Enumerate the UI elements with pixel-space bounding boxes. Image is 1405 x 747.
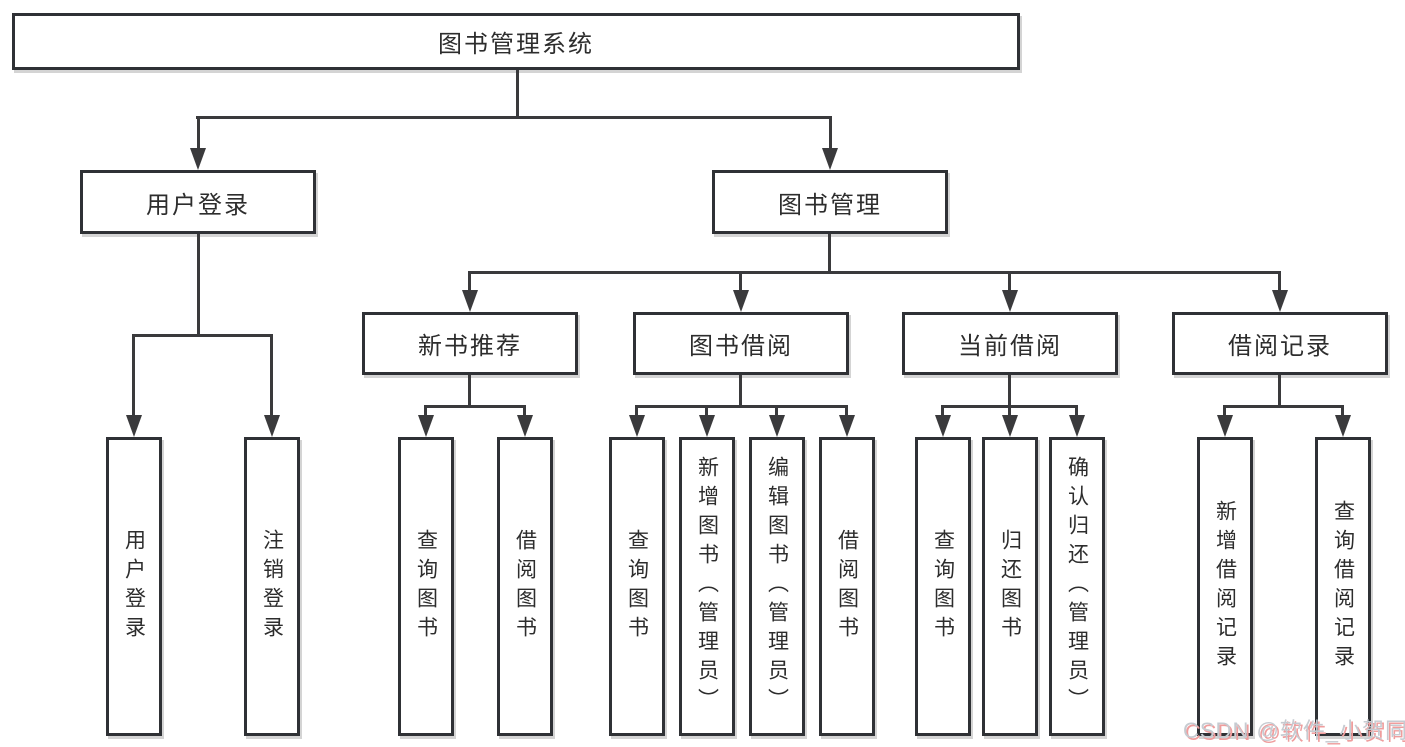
leaf-borrow-books-new-label: 借阅图书 (513, 528, 537, 645)
arrowhead-user-login (190, 148, 206, 170)
connector-user-to-leaf1 (132, 334, 135, 417)
connector-user-stem (197, 234, 200, 336)
connector-root-to-user (197, 116, 200, 150)
arrowhead-query-books-new (418, 415, 434, 437)
leaf-return-books-label: 归还图书 (998, 528, 1022, 645)
connector-root-stem (516, 70, 519, 119)
node-current-borrowing: 当前借阅 (902, 312, 1118, 375)
watermark: CSDN @软件_小贺同学 (1183, 718, 1405, 743)
connector-manage-hbar (468, 271, 1281, 274)
leaf-query-borrow-record: 查询借阅记录 (1315, 437, 1371, 736)
leaf-user-login: 用户登录 (106, 437, 162, 736)
node-root: 图书管理系统 (12, 13, 1020, 70)
arrowhead-query-books-current (935, 415, 951, 437)
leaf-confirm-return-admin: 确认归还（管理员） (1049, 437, 1105, 736)
arrowhead-book-borrowing (733, 290, 749, 312)
node-root-label: 图书管理系统 (438, 31, 594, 58)
arrowhead-add-books-admin (699, 415, 715, 437)
leaf-query-books-new: 查询图书 (398, 437, 454, 736)
leaf-query-books-current-label: 查询图书 (931, 528, 955, 645)
connector-records-l2 (1341, 405, 1344, 417)
connector-current-l2 (1008, 405, 1011, 417)
leaf-return-books: 归还图书 (982, 437, 1038, 736)
connector-borrowing-l3 (775, 405, 778, 417)
arrowhead-leaf-user-login (126, 415, 142, 437)
leaf-query-borrow-record-label: 查询借阅记录 (1331, 499, 1355, 674)
arrowhead-add-borrow-record (1217, 415, 1233, 437)
leaf-confirm-return-admin-label: 确认归还（管理员） (1065, 456, 1089, 717)
node-current-borrowing-label: 当前借阅 (958, 333, 1062, 360)
connector-borrowing-stem (739, 375, 742, 408)
leaf-add-books-admin: 新增图书（管理员） (679, 437, 735, 736)
leaf-user-login-label: 用户登录 (122, 528, 146, 645)
node-borrow-records: 借阅记录 (1172, 312, 1388, 375)
connector-to-borrow-records (1278, 271, 1281, 293)
leaf-borrow-books-borrowing-label: 借阅图书 (835, 528, 859, 645)
node-borrow-records-label: 借阅记录 (1228, 333, 1332, 360)
connector-records-stem (1278, 375, 1281, 408)
connector-newbooks-stem (468, 375, 471, 408)
node-user-login: 用户登录 (80, 170, 316, 234)
connector-records-hbar (1223, 405, 1344, 408)
node-book-management-label: 图书管理 (778, 191, 882, 219)
connector-to-current-borrowing (1008, 271, 1011, 293)
leaf-add-books-admin-label: 新增图书（管理员） (695, 456, 719, 717)
arrowhead-edit-books-admin (769, 415, 785, 437)
leaf-query-books-current: 查询图书 (915, 437, 971, 736)
connector-newbooks-l2 (523, 405, 526, 417)
node-user-login-label: 用户登录 (146, 191, 250, 219)
node-book-management: 图书管理 (712, 170, 948, 234)
connector-borrowing-l1 (635, 405, 638, 417)
connector-borrowing-hbar (635, 405, 848, 408)
leaf-add-borrow-record-label: 新增借阅记录 (1213, 499, 1237, 674)
arrowhead-book-management (822, 148, 838, 170)
connector-current-stem (1008, 375, 1011, 408)
leaf-query-books-borrowing: 查询图书 (609, 437, 665, 736)
connector-current-l3 (1075, 405, 1078, 417)
arrowhead-borrow-records (1272, 290, 1288, 312)
leaf-logout: 注销登录 (244, 437, 300, 736)
leaf-borrow-books-new: 借阅图书 (497, 437, 553, 736)
arrowhead-query-books-borrowing (629, 415, 645, 437)
arrowhead-new-books (462, 290, 478, 312)
connector-records-l1 (1223, 405, 1226, 417)
arrowhead-borrow-books-borrowing (839, 415, 855, 437)
leaf-logout-label: 注销登录 (260, 528, 284, 645)
connector-borrowing-l2 (705, 405, 708, 417)
leaf-query-books-borrowing-label: 查询图书 (625, 528, 649, 645)
node-new-books-label: 新书推荐 (418, 333, 522, 360)
arrowhead-query-borrow-record (1335, 415, 1351, 437)
arrowhead-borrow-books-new (517, 415, 533, 437)
connector-manage-stem (828, 234, 831, 274)
connector-root-to-manage (829, 116, 832, 150)
connector-borrowing-l4 (845, 405, 848, 417)
arrowhead-confirm-return-admin (1069, 415, 1085, 437)
connector-newbooks-hbar (424, 405, 526, 408)
leaf-edit-books-admin-label: 编辑图书（管理员） (765, 456, 789, 717)
connector-newbooks-l1 (424, 405, 427, 417)
leaf-borrow-books-borrowing: 借阅图书 (819, 437, 875, 736)
arrowhead-leaf-logout (264, 415, 280, 437)
connector-to-new-books (468, 271, 471, 293)
connector-user-to-leaf2 (270, 334, 273, 417)
arrowhead-current-borrowing (1002, 290, 1018, 312)
leaf-edit-books-admin: 编辑图书（管理员） (749, 437, 805, 736)
node-book-borrowing: 图书借阅 (633, 312, 849, 375)
node-new-books: 新书推荐 (362, 312, 578, 375)
leaf-add-borrow-record: 新增借阅记录 (1197, 437, 1253, 736)
connector-to-book-borrowing (739, 271, 742, 293)
connector-root-hbar (196, 116, 832, 119)
arrowhead-return-books (1002, 415, 1018, 437)
connector-current-l1 (941, 405, 944, 417)
leaf-query-books-new-label: 查询图书 (414, 528, 438, 645)
node-book-borrowing-label: 图书借阅 (689, 333, 793, 360)
connector-user-hbar (132, 334, 273, 337)
